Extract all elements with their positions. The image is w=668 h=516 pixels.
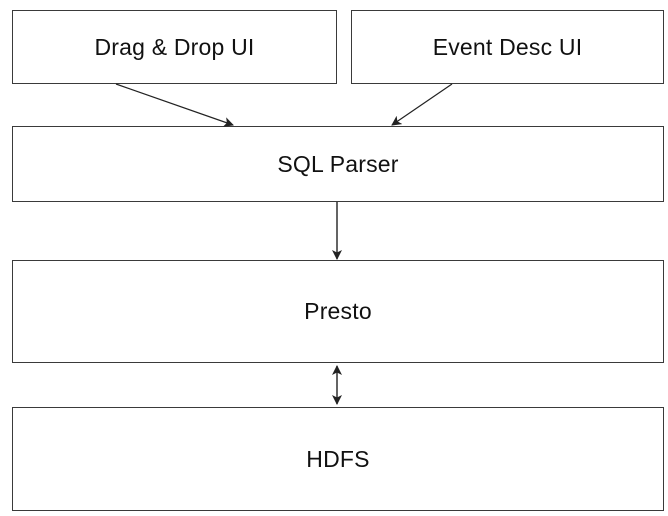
presto-box: Presto — [12, 260, 664, 363]
edge-event-to-sql — [391, 83, 453, 126]
drag-drop-ui-box: Drag & Drop UI — [12, 10, 337, 84]
event-desc-ui-box: Event Desc UI — [351, 10, 664, 84]
drag-drop-ui-label: Drag & Drop UI — [94, 33, 255, 60]
edge-drag-to-sql — [115, 83, 234, 127]
hdfs-label: HDFS — [306, 445, 370, 472]
sql-parser-label: SQL Parser — [277, 150, 399, 177]
sql-parser-box: SQL Parser — [12, 126, 664, 202]
hdfs-box: HDFS — [12, 407, 664, 511]
event-desc-ui-label: Event Desc UI — [432, 33, 583, 60]
presto-label: Presto — [304, 298, 372, 324]
